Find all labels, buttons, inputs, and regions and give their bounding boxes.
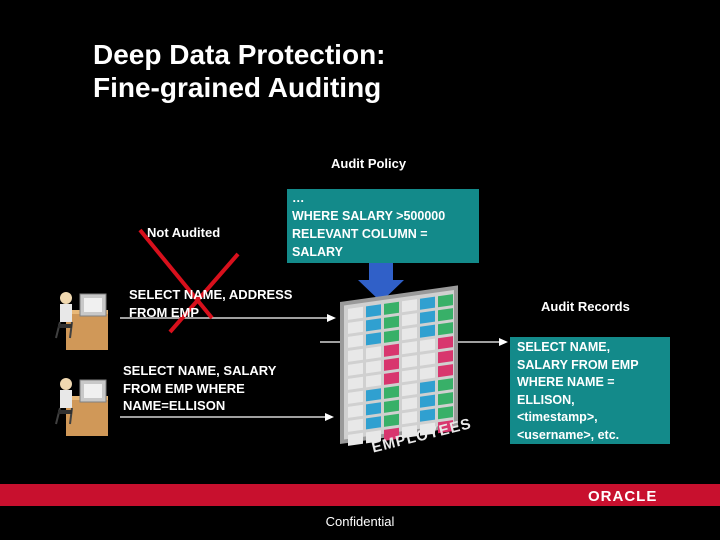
policy-line-1: … [292,191,305,205]
database-table-icon [340,285,458,446]
table-cell [366,430,381,444]
table-cell [348,348,363,362]
table-cell [348,404,363,418]
table-cell [384,385,399,399]
table-cell [384,301,399,315]
table-cell [438,406,453,420]
audit-record-box: SELECT NAME, SALARY FROM EMP WHERE NAME … [510,337,670,444]
table-cell [402,341,417,355]
table-cell [384,357,399,371]
table-cell [366,360,381,374]
table-cell [366,332,381,346]
table-cell [402,313,417,327]
table-cell [438,308,453,322]
table-cell [402,355,417,369]
table-cell [438,378,453,392]
oracle-logo: ORACLE [588,488,658,505]
table-cell [420,422,435,436]
query1-line-2: FROM EMP [129,304,200,320]
table-cell [420,338,435,352]
table-cell [348,306,363,320]
table-cell [402,425,417,439]
red-cross-icon [138,228,240,334]
query2-line-1: SELECT NAME, SALARY [123,363,277,378]
audit-policy-box: … WHERE SALARY >500000 RELEVANT COLUMN =… [287,189,479,263]
table-cell [366,374,381,388]
audit-records-label: Audit Records [541,299,630,314]
slide-title: Deep Data Protection: Fine-grained Audit… [93,38,653,104]
table-cell [420,310,435,324]
table-cell [438,350,453,364]
policy-line-3: RELEVANT COLUMN = [292,227,428,241]
user-workstation-icon [55,378,108,436]
confidential-label: Confidential [325,514,395,529]
user-workstation-icon [55,292,108,350]
table-cell [402,369,417,383]
table-cell [438,294,453,308]
policy-line-4: SALARY [292,245,343,259]
table-cell [438,322,453,336]
query2-line-2: FROM EMP WHERE [123,380,245,396]
table-cell [438,336,453,350]
table-cell [348,362,363,376]
table-cell [438,392,453,406]
footer-bar [0,484,720,506]
query1-line-1: SELECT NAME, ADDRESS [129,287,293,302]
table-cell [420,394,435,408]
table-cell [438,364,453,378]
table-cell [366,318,381,332]
audit-policy-label: Audit Policy [331,156,407,171]
table-cell [402,411,417,425]
table-cell [348,390,363,404]
table-cell [420,366,435,380]
audit-line-1: SELECT NAME, [517,340,611,354]
table-cell [402,397,417,411]
table-cell [348,432,363,446]
not-audited-label: Not Audited [147,225,221,240]
table-cell [348,320,363,334]
table-cell [438,420,453,434]
audit-line-5: <timestamp>, [517,410,598,424]
table-cell [420,296,435,310]
title-line-2: Fine-grained Auditing [93,72,382,103]
table-cell [402,383,417,397]
table-cell [384,315,399,329]
table-cell [348,334,363,348]
query-audited: SELECT NAME, SALARY FROM EMP WHERE NAME=… [123,362,276,415]
audit-line-3: WHERE NAME = [517,375,615,389]
table-cell [402,327,417,341]
table-cell [384,427,399,441]
table-cell [366,304,381,318]
policy-line-2: WHERE SALARY >500000 [292,209,446,223]
table-cell [348,376,363,390]
table-cell [420,380,435,394]
table-cell [420,324,435,338]
table-cell [402,299,417,313]
table-cell [384,413,399,427]
audit-line-2: SALARY FROM EMP [517,357,639,372]
audit-line-6: <username>, etc. [517,427,620,442]
query-not-audited: SELECT NAME, ADDRESS FROM EMP [129,286,292,321]
query2-line-3: NAME=ELLISON [123,398,226,413]
table-cell [384,371,399,385]
table-cell [348,418,363,432]
table-cell [384,329,399,343]
table-cell [420,408,435,422]
table-cell [366,416,381,430]
table-cell [366,346,381,360]
table-cell [366,402,381,416]
audit-line-4: ELLISON, [517,392,575,407]
title-line-1: Deep Data Protection: [93,39,386,70]
table-cell [366,388,381,402]
table-cell [420,352,435,366]
table-cell [384,343,399,357]
down-arrow-icon [358,263,404,302]
table-cell [384,399,399,413]
